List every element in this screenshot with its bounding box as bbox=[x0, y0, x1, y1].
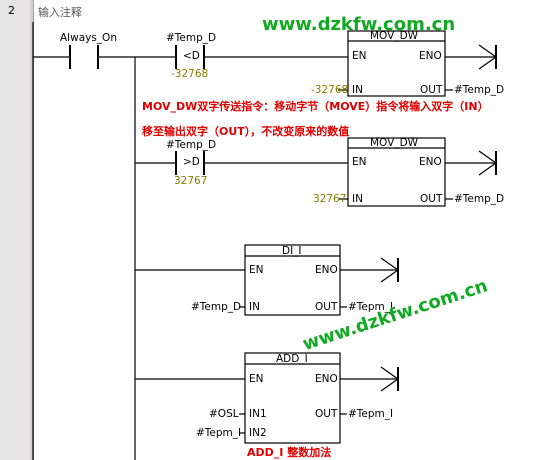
add-i-out: OUT bbox=[315, 408, 338, 420]
mov2-eno: ENO bbox=[419, 156, 442, 168]
mov-note-line2: 移至输出双字（OUT），不改变原来的数值 bbox=[142, 125, 350, 138]
add-i-in2-value[interactable]: #Tepm_I bbox=[196, 427, 242, 439]
di-i-in-value[interactable]: #Temp_D bbox=[191, 301, 242, 313]
always-on-label[interactable]: Always_On bbox=[60, 32, 117, 44]
di-i-in: IN bbox=[249, 301, 260, 313]
mov1-in: IN bbox=[352, 84, 363, 96]
add-note: ADD_I 整数加法 bbox=[247, 446, 332, 459]
di-i-out-value[interactable]: #Tepm_I bbox=[348, 301, 394, 313]
mov1-en: EN bbox=[352, 50, 367, 62]
cmp2-value[interactable]: 32767 bbox=[174, 175, 208, 187]
watermark-top: www.dzkfw.com.cn bbox=[262, 14, 456, 35]
di-i-out: OUT bbox=[315, 301, 338, 313]
add-i-eno: ENO bbox=[315, 373, 338, 385]
mov1-out-value[interactable]: #Temp_D bbox=[454, 84, 505, 96]
mov2-out-value[interactable]: #Temp_D bbox=[454, 193, 505, 205]
di-i-en: EN bbox=[249, 264, 264, 276]
cmp1-op: <D bbox=[183, 50, 200, 62]
rung-comment[interactable]: 输入注释 bbox=[38, 6, 82, 19]
add-i-en: EN bbox=[249, 373, 264, 385]
cmp1-value[interactable]: -32768 bbox=[171, 68, 209, 80]
mov2-in: IN bbox=[352, 193, 363, 205]
mov1-in-value[interactable]: -32768 bbox=[311, 84, 349, 96]
add-i-out-value[interactable]: #Tepm_I bbox=[348, 408, 394, 420]
add-i-in1: IN1 bbox=[249, 408, 267, 420]
rung-header: 2 输入注释 bbox=[0, 0, 545, 22]
cmp2-var[interactable]: #Temp_D bbox=[166, 139, 217, 151]
add-i-title: ADD_I bbox=[276, 353, 308, 365]
mov1-out: OUT bbox=[420, 84, 443, 96]
mov1-title: MOV_DW bbox=[370, 30, 419, 42]
cmp2-op: >D bbox=[183, 156, 200, 168]
rung-number: 2 bbox=[8, 4, 15, 17]
mov2-en: EN bbox=[352, 156, 367, 168]
mov2-in-value[interactable]: 32767 bbox=[313, 193, 347, 205]
mov2-title: MOV_DW bbox=[370, 137, 419, 149]
di-i-eno: ENO bbox=[315, 264, 338, 276]
add-i-in2: IN2 bbox=[249, 427, 267, 439]
mov-note-line1: MOV_DW双字传送指令：移动字节（MOVE）指令将输入双字（IN） bbox=[142, 100, 489, 113]
add-i-in1-value[interactable]: #OSL bbox=[209, 408, 239, 420]
di-i-title: DI_I bbox=[282, 245, 302, 257]
mov1-eno: ENO bbox=[419, 50, 442, 62]
cmp1-var[interactable]: #Temp_D bbox=[166, 32, 217, 44]
mov2-out: OUT bbox=[420, 193, 443, 205]
